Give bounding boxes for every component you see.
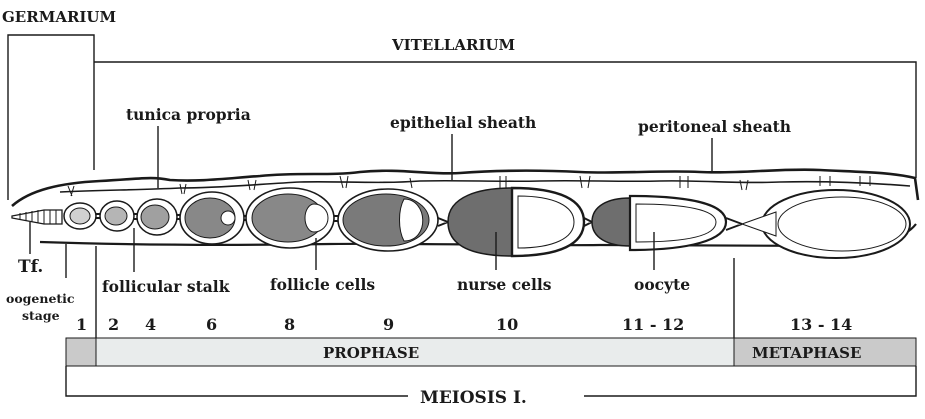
stage-number: 13 - 14 [790, 315, 852, 334]
egg-chamber-stage-1 [64, 203, 96, 229]
egg-chamber-stage-10 [448, 188, 584, 256]
egg-chamber-stage-6 [180, 192, 244, 244]
label-nurse-cells: nurse cells [457, 275, 552, 294]
label-follicular-stalk: follicular stalk [102, 277, 230, 296]
stage-number: 10 [496, 315, 518, 334]
label-follicle-cells: follicle cells [270, 275, 375, 294]
germarium-title: GERMARIUM [2, 8, 116, 26]
label-oogenetic: oogenetic [6, 291, 75, 306]
egg-chamber-stage-13-14 [742, 190, 910, 258]
label-terminal-filament: Tf. [18, 257, 43, 277]
label-stage: stage [22, 308, 60, 323]
prophase-label: PROPHASE [323, 344, 419, 362]
egg-chamber-stage-11-12 [592, 196, 726, 250]
stage-number: 8 [284, 315, 295, 334]
stage-number: 1 [76, 315, 87, 334]
stage-number: 11 - 12 [622, 315, 684, 334]
stage-number: 9 [383, 315, 394, 334]
label-epithelial-sheath: epithelial sheath [390, 113, 536, 132]
vitellarium-title: VITELLARIUM [391, 36, 515, 54]
label-peritoneal-sheath: peritoneal sheath [638, 117, 791, 136]
stage-numbers: 1 2 4 6 8 9 10 11 - 12 13 - 14 [76, 315, 852, 334]
stage-number: 4 [145, 315, 156, 334]
stage-number: 2 [108, 315, 119, 334]
label-oocyte: oocyte [634, 275, 690, 294]
egg-chamber-stage-4 [137, 199, 177, 235]
egg-chamber-stage-2 [100, 201, 134, 231]
germarium-bracket [8, 35, 94, 200]
metaphase-label: METAPHASE [752, 344, 861, 362]
stage-number: 6 [206, 315, 217, 334]
meiosis-label: MEIOSIS I. [420, 388, 527, 408]
egg-chamber-stage-9 [338, 189, 438, 251]
terminal-filament [12, 210, 62, 224]
egg-chamber-stage-8 [246, 188, 334, 248]
label-tunica-propria: tunica propria [126, 105, 251, 124]
